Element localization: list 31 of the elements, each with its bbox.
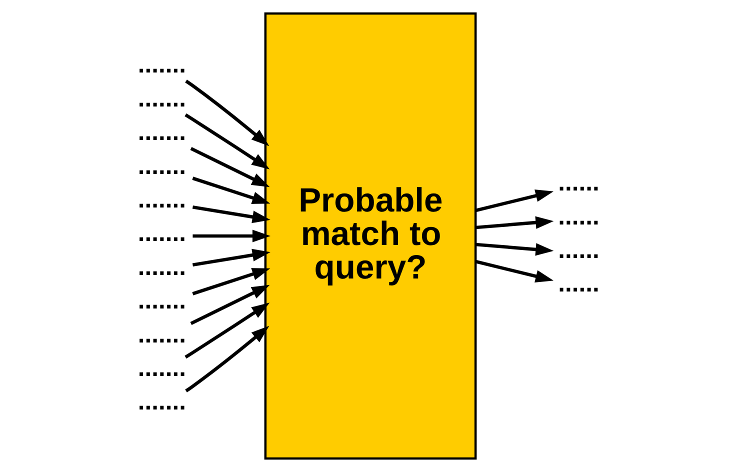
arrow	[192, 229, 270, 242]
arrow	[190, 284, 270, 324]
node-text: .......	[138, 287, 186, 314]
node-text: ......	[558, 270, 600, 298]
node-text: ......	[558, 202, 600, 230]
node-text: ......	[558, 169, 600, 196]
node-text: .......	[138, 152, 186, 180]
arrow	[192, 176, 270, 204]
arrow	[190, 146, 270, 187]
arrow	[476, 216, 554, 229]
arrow	[184, 302, 270, 358]
arrow	[475, 189, 554, 212]
node-text: .......	[138, 118, 186, 146]
arrow	[185, 79, 270, 146]
arrow	[192, 204, 270, 223]
node-text: .......	[138, 320, 186, 348]
arrow	[185, 325, 270, 392]
node-text: .......	[138, 186, 186, 213]
arrow	[192, 268, 270, 295]
node-text: .......	[138, 388, 186, 416]
node-text: ......	[558, 236, 600, 264]
arrow	[192, 248, 270, 266]
arrow	[476, 242, 554, 256]
node-text: .......	[138, 51, 186, 78]
arrow	[184, 112, 270, 169]
node-text: .......	[138, 253, 186, 280]
node-text: .......	[138, 84, 186, 112]
node-text: .......	[138, 354, 186, 382]
node-text: .......	[138, 220, 186, 247]
node-box: Probable match to query?	[264, 12, 477, 460]
arrow	[475, 259, 554, 282]
